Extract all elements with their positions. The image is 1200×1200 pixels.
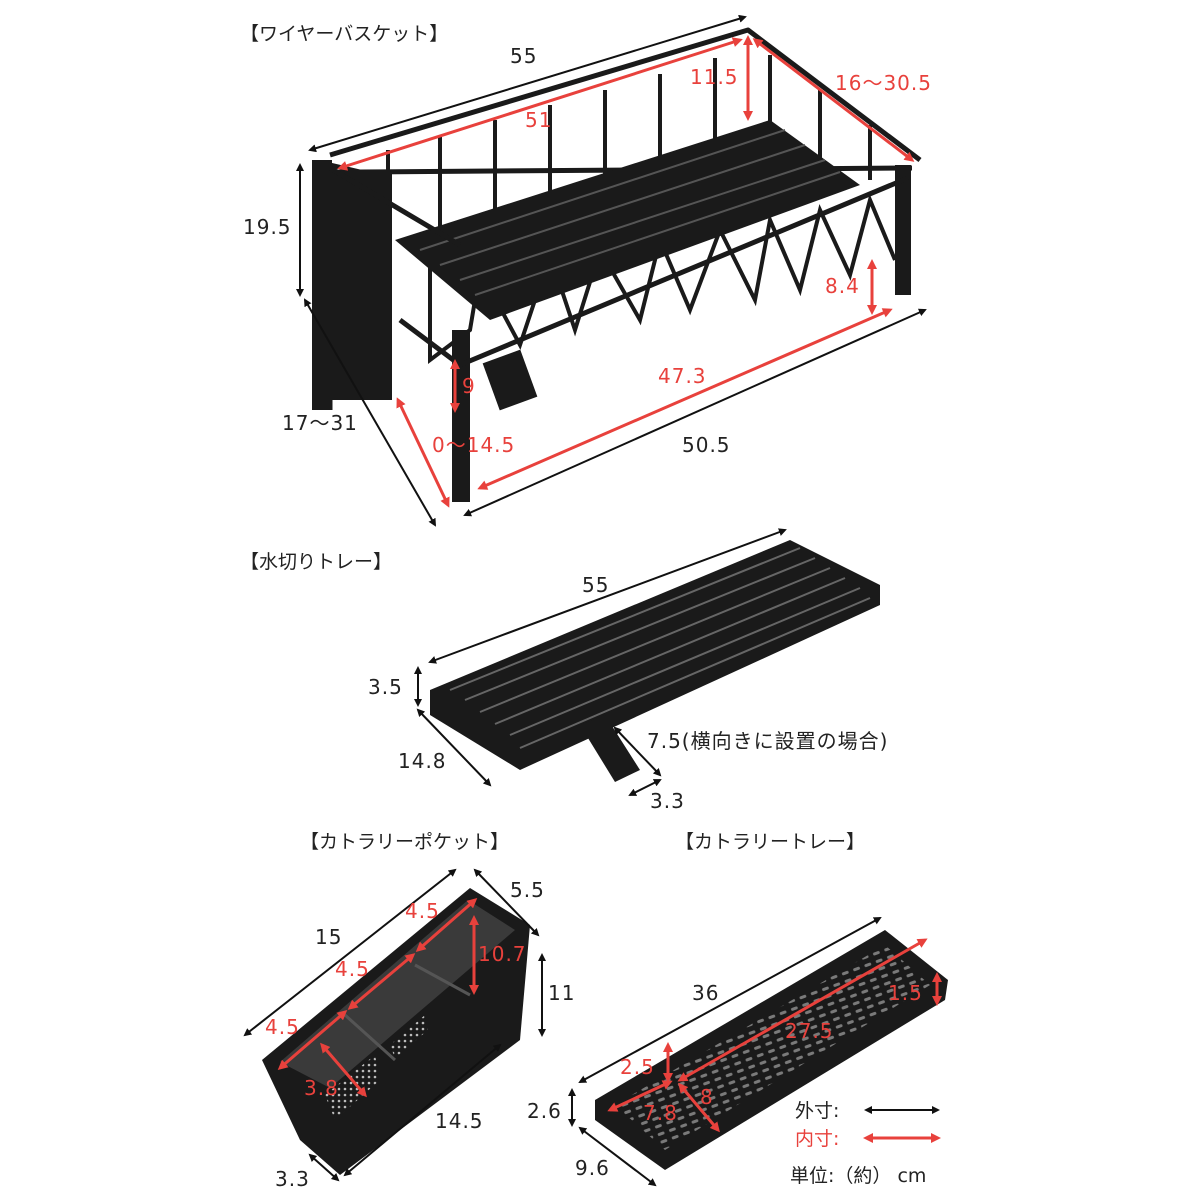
cutlery-pocket-comp1-label: 4.5 xyxy=(265,1015,300,1039)
cutlery-pocket-title: 【カトラリーポケット】 xyxy=(300,831,509,853)
cutlery-pocket-outer-dimensions xyxy=(243,868,546,1182)
wire-basket-illustration xyxy=(312,27,922,502)
drain-tray-title: 【水切りトレー】 xyxy=(240,551,392,573)
drain-tray-spout-label: 7.5(横向きに設置の場合) xyxy=(647,729,888,753)
cutlery-pocket-inner-depth-label: 3.8 xyxy=(304,1076,339,1100)
cutlery-tray-illustration xyxy=(595,930,948,1170)
cutlery-tray-inner-w2-label: 8 xyxy=(700,1085,714,1109)
cutlery-pocket-bottom-depth-label: 3.3 xyxy=(275,1167,310,1191)
cutlery-tray-length-label: 36 xyxy=(692,981,719,1005)
basket-depth-range-label: 16～30.5 xyxy=(835,71,932,95)
basket-depth-outer-label: 17～31 xyxy=(282,411,358,435)
wire-basket-section: 【ワイヤーバスケット】 xyxy=(240,14,932,527)
drain-tray-section: 【水切りトレー】 55 3.5 14.8 7.5(横向きに設置の場合) 3.3 xyxy=(240,528,888,813)
drain-tray-depth-label: 14.8 xyxy=(398,749,447,773)
basket-slide-range-label: 0～14.5 xyxy=(432,433,515,457)
cutlery-tray-depth-label: 9.6 xyxy=(575,1156,610,1180)
cutlery-pocket-section: 【カトラリーポケット】 15 5.5 11 14.5 3.3 4.5 4 xyxy=(243,831,575,1191)
basket-inner-dimensions xyxy=(337,35,915,508)
legend-inner-label: 内寸: xyxy=(795,1128,839,1150)
cutlery-pocket-inner-height-label: 10.7 xyxy=(478,942,527,966)
cutlery-tray-height-label: 2.6 xyxy=(527,1099,562,1123)
cutlery-tray-inner-w1-label: 7.8 xyxy=(643,1101,678,1125)
cutlery-tray-rib-label: 2.5 xyxy=(620,1055,655,1079)
cutlery-pocket-bottom-length-label: 14.5 xyxy=(435,1109,484,1133)
basket-inner-height-label: 11.5 xyxy=(690,65,739,89)
basket-inner-length-label: 51 xyxy=(525,108,552,132)
cutlery-pocket-height-label: 11 xyxy=(548,981,575,1005)
cutlery-pocket-inner-dimensions xyxy=(277,898,479,1098)
basket-inner-bottom-label: 47.3 xyxy=(658,364,707,388)
drain-tray-height-label: 3.5 xyxy=(368,675,403,699)
basket-leg-height-label: 8.4 xyxy=(825,274,860,298)
drain-tray-width-label: 55 xyxy=(582,573,609,597)
basket-foot-height-label: 9 xyxy=(462,374,476,398)
cutlery-pocket-depth-label: 5.5 xyxy=(510,878,545,902)
legend-unit-label: 単位:（約） cm xyxy=(790,1165,926,1187)
cutlery-tray-inner-length-label: 27.5 xyxy=(785,1019,834,1043)
drain-tray-spout-width-label: 3.3 xyxy=(650,789,685,813)
basket-bottom-width-label: 50.5 xyxy=(682,433,731,457)
cutlery-tray-inner-height-label: 1.5 xyxy=(888,981,923,1005)
basket-height-label: 19.5 xyxy=(243,215,292,239)
drain-tray-outer-dimensions xyxy=(414,528,787,796)
basket-width-label: 55 xyxy=(510,44,537,68)
cutlery-tray-section: 【カトラリートレー】 36 2.6 9.6 1.5 27.5 2.5 7.8 8 xyxy=(527,831,948,1187)
cutlery-tray-title: 【カトラリートレー】 xyxy=(675,831,865,853)
wire-basket-title: 【ワイヤーバスケット】 xyxy=(240,23,448,45)
cutlery-tray-inner-dimensions xyxy=(607,938,942,1133)
legend: 外寸: 内寸: 単位:（約） cm xyxy=(790,1100,941,1187)
cutlery-pocket-comp2-label: 4.5 xyxy=(335,957,370,981)
legend-outer-label: 外寸: xyxy=(795,1100,839,1122)
cutlery-pocket-comp3-label: 4.5 xyxy=(405,899,440,923)
cutlery-pocket-length-label: 15 xyxy=(315,925,342,949)
